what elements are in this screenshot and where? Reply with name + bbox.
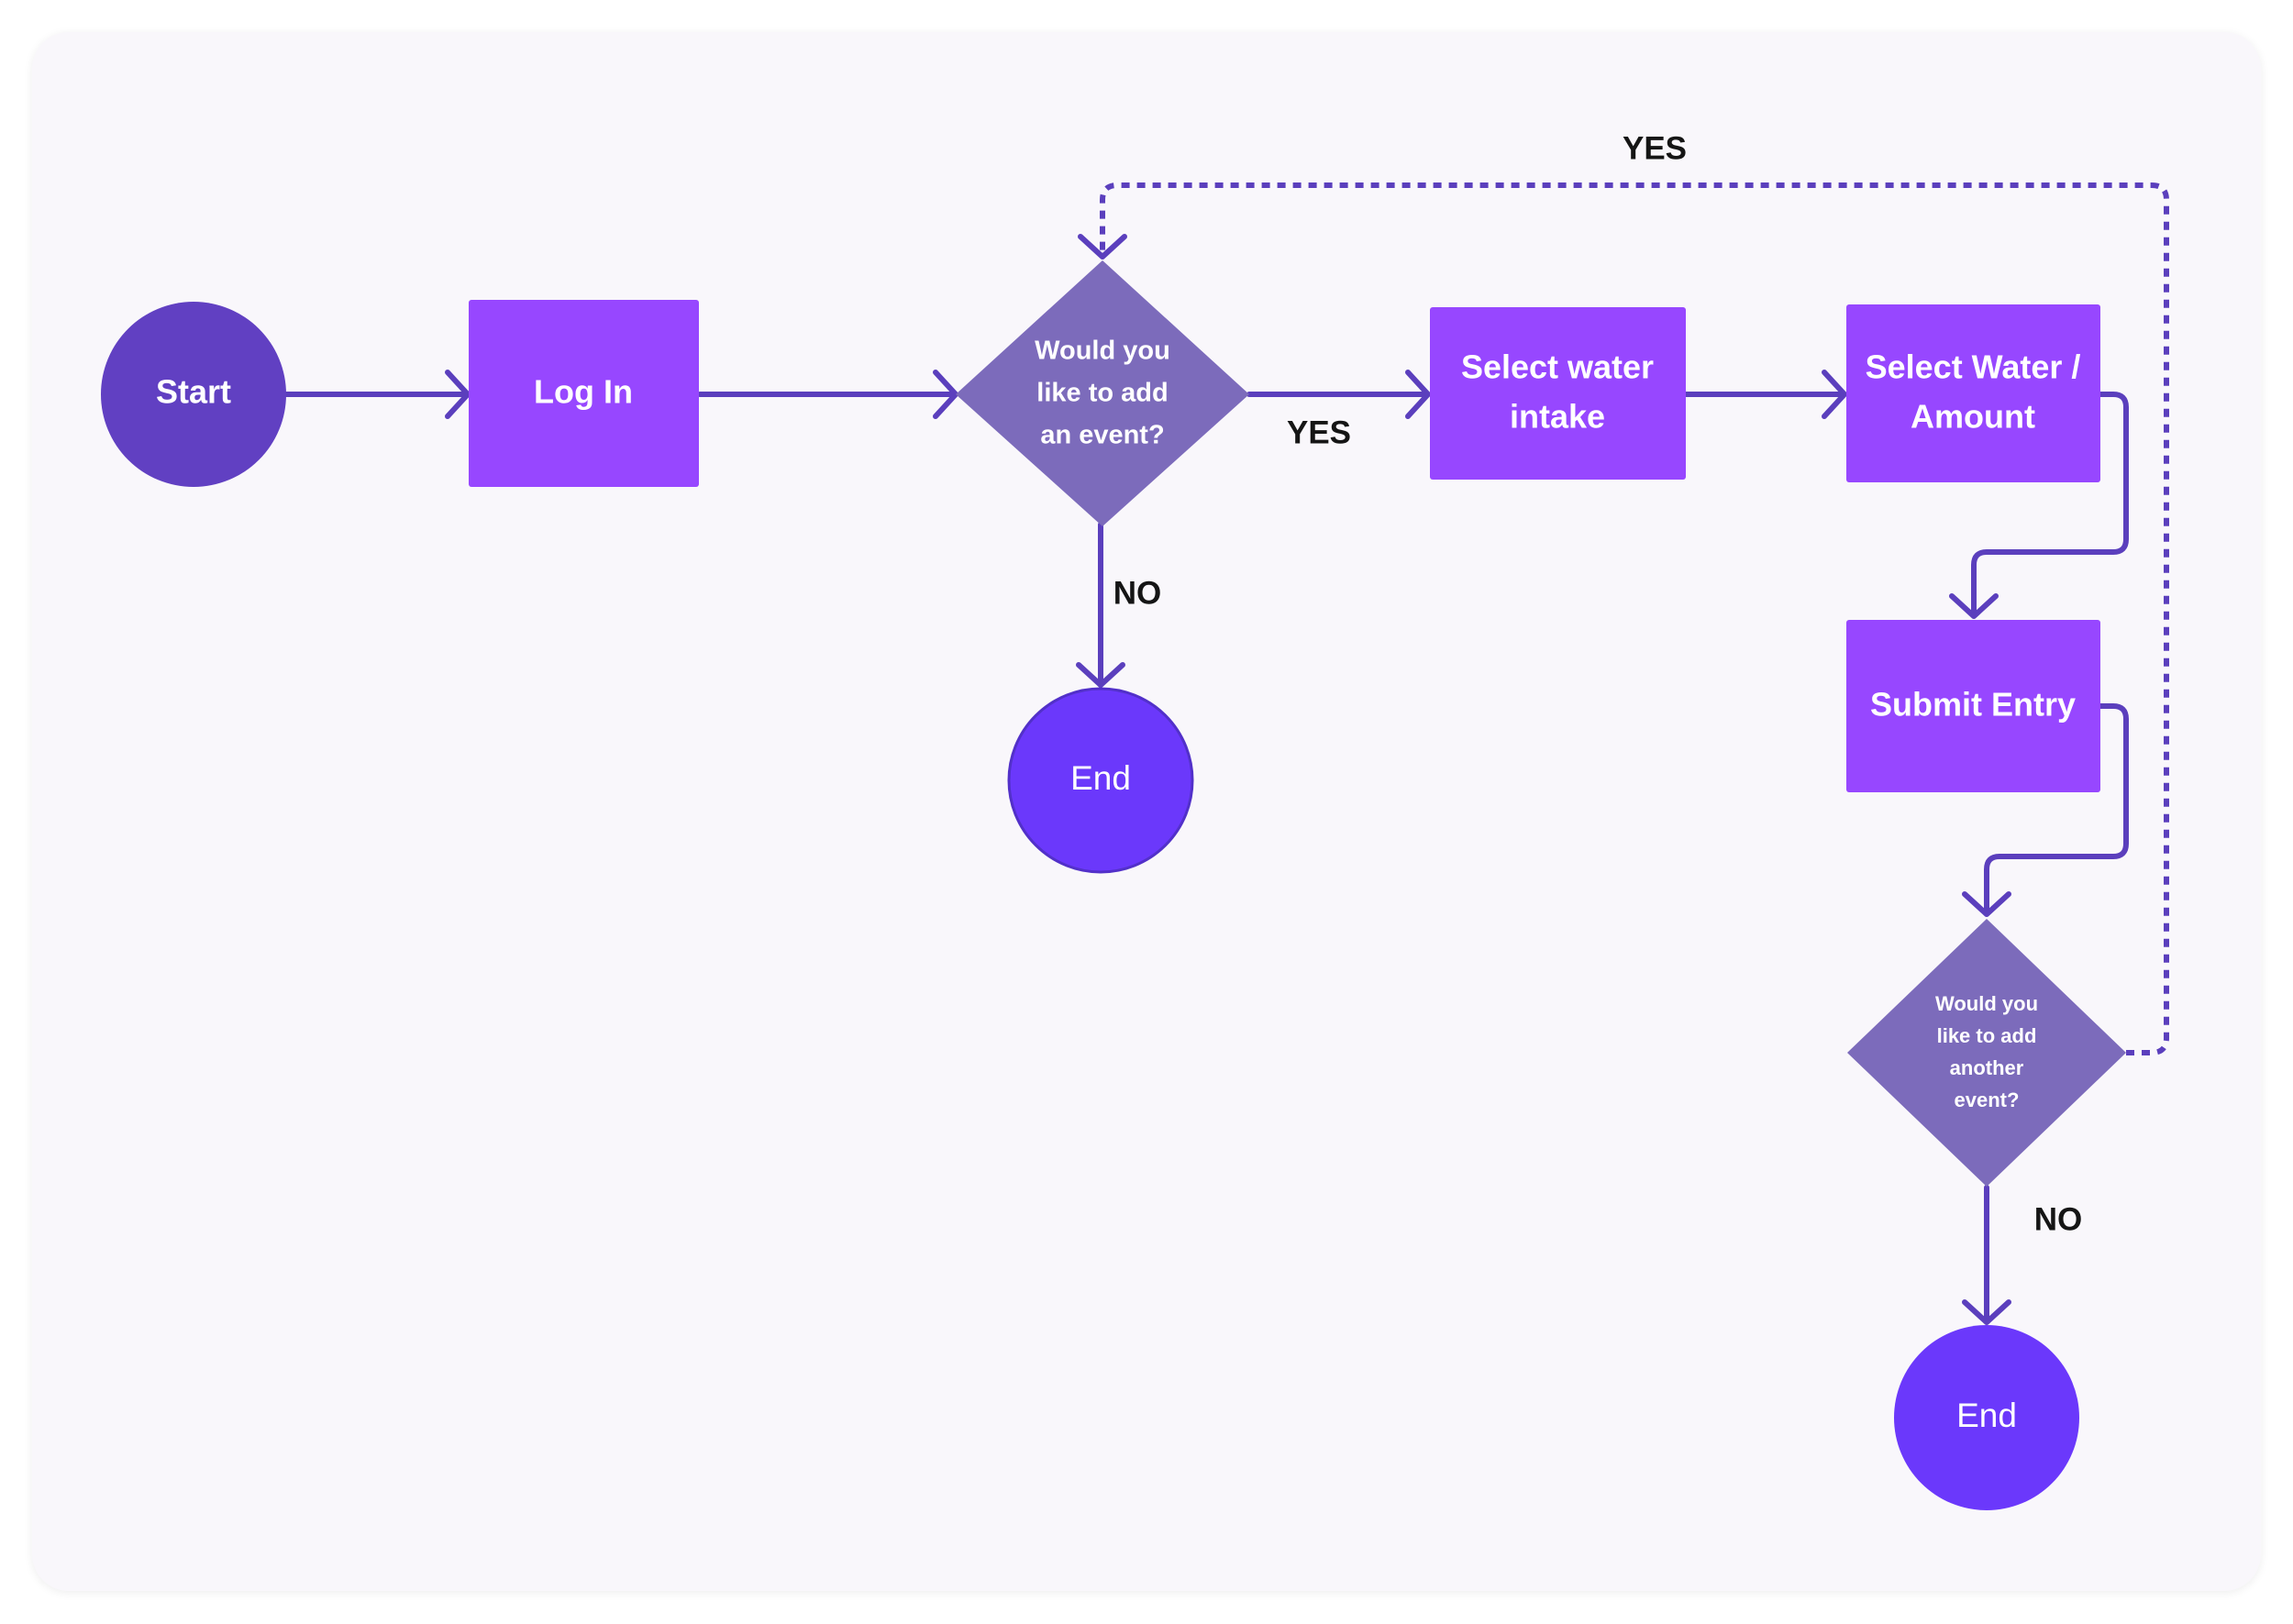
login-node-shape	[469, 300, 699, 487]
edge-label-yes-intake: YES	[1287, 414, 1351, 450]
end1-node-shape	[1007, 687, 1194, 874]
decision2-node-shape	[1847, 919, 2126, 1187]
decision2-line-2: like to add	[1937, 1024, 2037, 1047]
edge-label-no-end2: NO	[2034, 1201, 2083, 1237]
decision1-line-3: an event?	[1040, 421, 1164, 450]
start-node[interactable]: Start	[101, 302, 286, 487]
edge-decision1-to-end1	[1076, 522, 1125, 688]
edge-intake-to-amount	[1683, 370, 1847, 419]
decision2-line-3: another	[1950, 1056, 2024, 1079]
edge-decision2-loop-to-decision1	[1078, 182, 2169, 1055]
select-amount-node[interactable]: Select Water / Amount	[1846, 304, 2100, 482]
end1-node-label: End	[1070, 759, 1131, 797]
select-amount-line-2: Amount	[1911, 398, 2035, 436]
start-node-label: Start	[156, 373, 231, 411]
end1-node[interactable]: End	[1007, 687, 1194, 874]
decision1-node-shape	[956, 260, 1249, 526]
end2-node[interactable]: End	[1894, 1325, 2079, 1510]
edge-login-to-decision1	[697, 370, 958, 419]
select-intake-node[interactable]: Select water intake	[1430, 307, 1686, 480]
decision2-line-4: event?	[1955, 1088, 2020, 1111]
edge-label-no-end1: NO	[1113, 575, 1162, 611]
select-intake-line-1: Select water	[1461, 348, 1654, 386]
submit-entry-label: Submit Entry	[1870, 686, 2076, 724]
edge-submit-to-decision2	[1962, 703, 2129, 917]
login-node[interactable]: Log In	[469, 300, 699, 487]
decision1-line-2: like to add	[1036, 379, 1168, 408]
end2-node-label: End	[1956, 1397, 2017, 1434]
select-intake-node-shape	[1430, 307, 1686, 480]
edge-amount-to-submit	[1949, 392, 2129, 619]
edge-decision2-to-end2	[1962, 1185, 2011, 1325]
edge-label-yes-loop: YES	[1623, 130, 1687, 166]
login-node-label: Log In	[534, 373, 633, 411]
edge-start-to-login	[283, 370, 471, 419]
start-node-shape	[101, 302, 286, 487]
select-amount-line-1: Select Water /	[1866, 348, 2081, 386]
decision2-node[interactable]: Would you like to add another event?	[1847, 919, 2126, 1187]
edge-decision1-to-intake	[1246, 370, 1431, 419]
submit-entry-node[interactable]: Submit Entry	[1846, 620, 2100, 792]
end2-node-shape	[1894, 1325, 2079, 1510]
edges	[283, 182, 2169, 1325]
submit-entry-node-shape	[1846, 620, 2100, 792]
select-amount-node-shape	[1846, 304, 2100, 482]
decision2-line-1: Would you	[1935, 992, 2038, 1015]
decision1-node[interactable]: Would you like to add an event?	[956, 260, 1249, 526]
decision1-line-1: Would you	[1035, 337, 1170, 366]
select-intake-line-2: intake	[1510, 398, 1605, 436]
